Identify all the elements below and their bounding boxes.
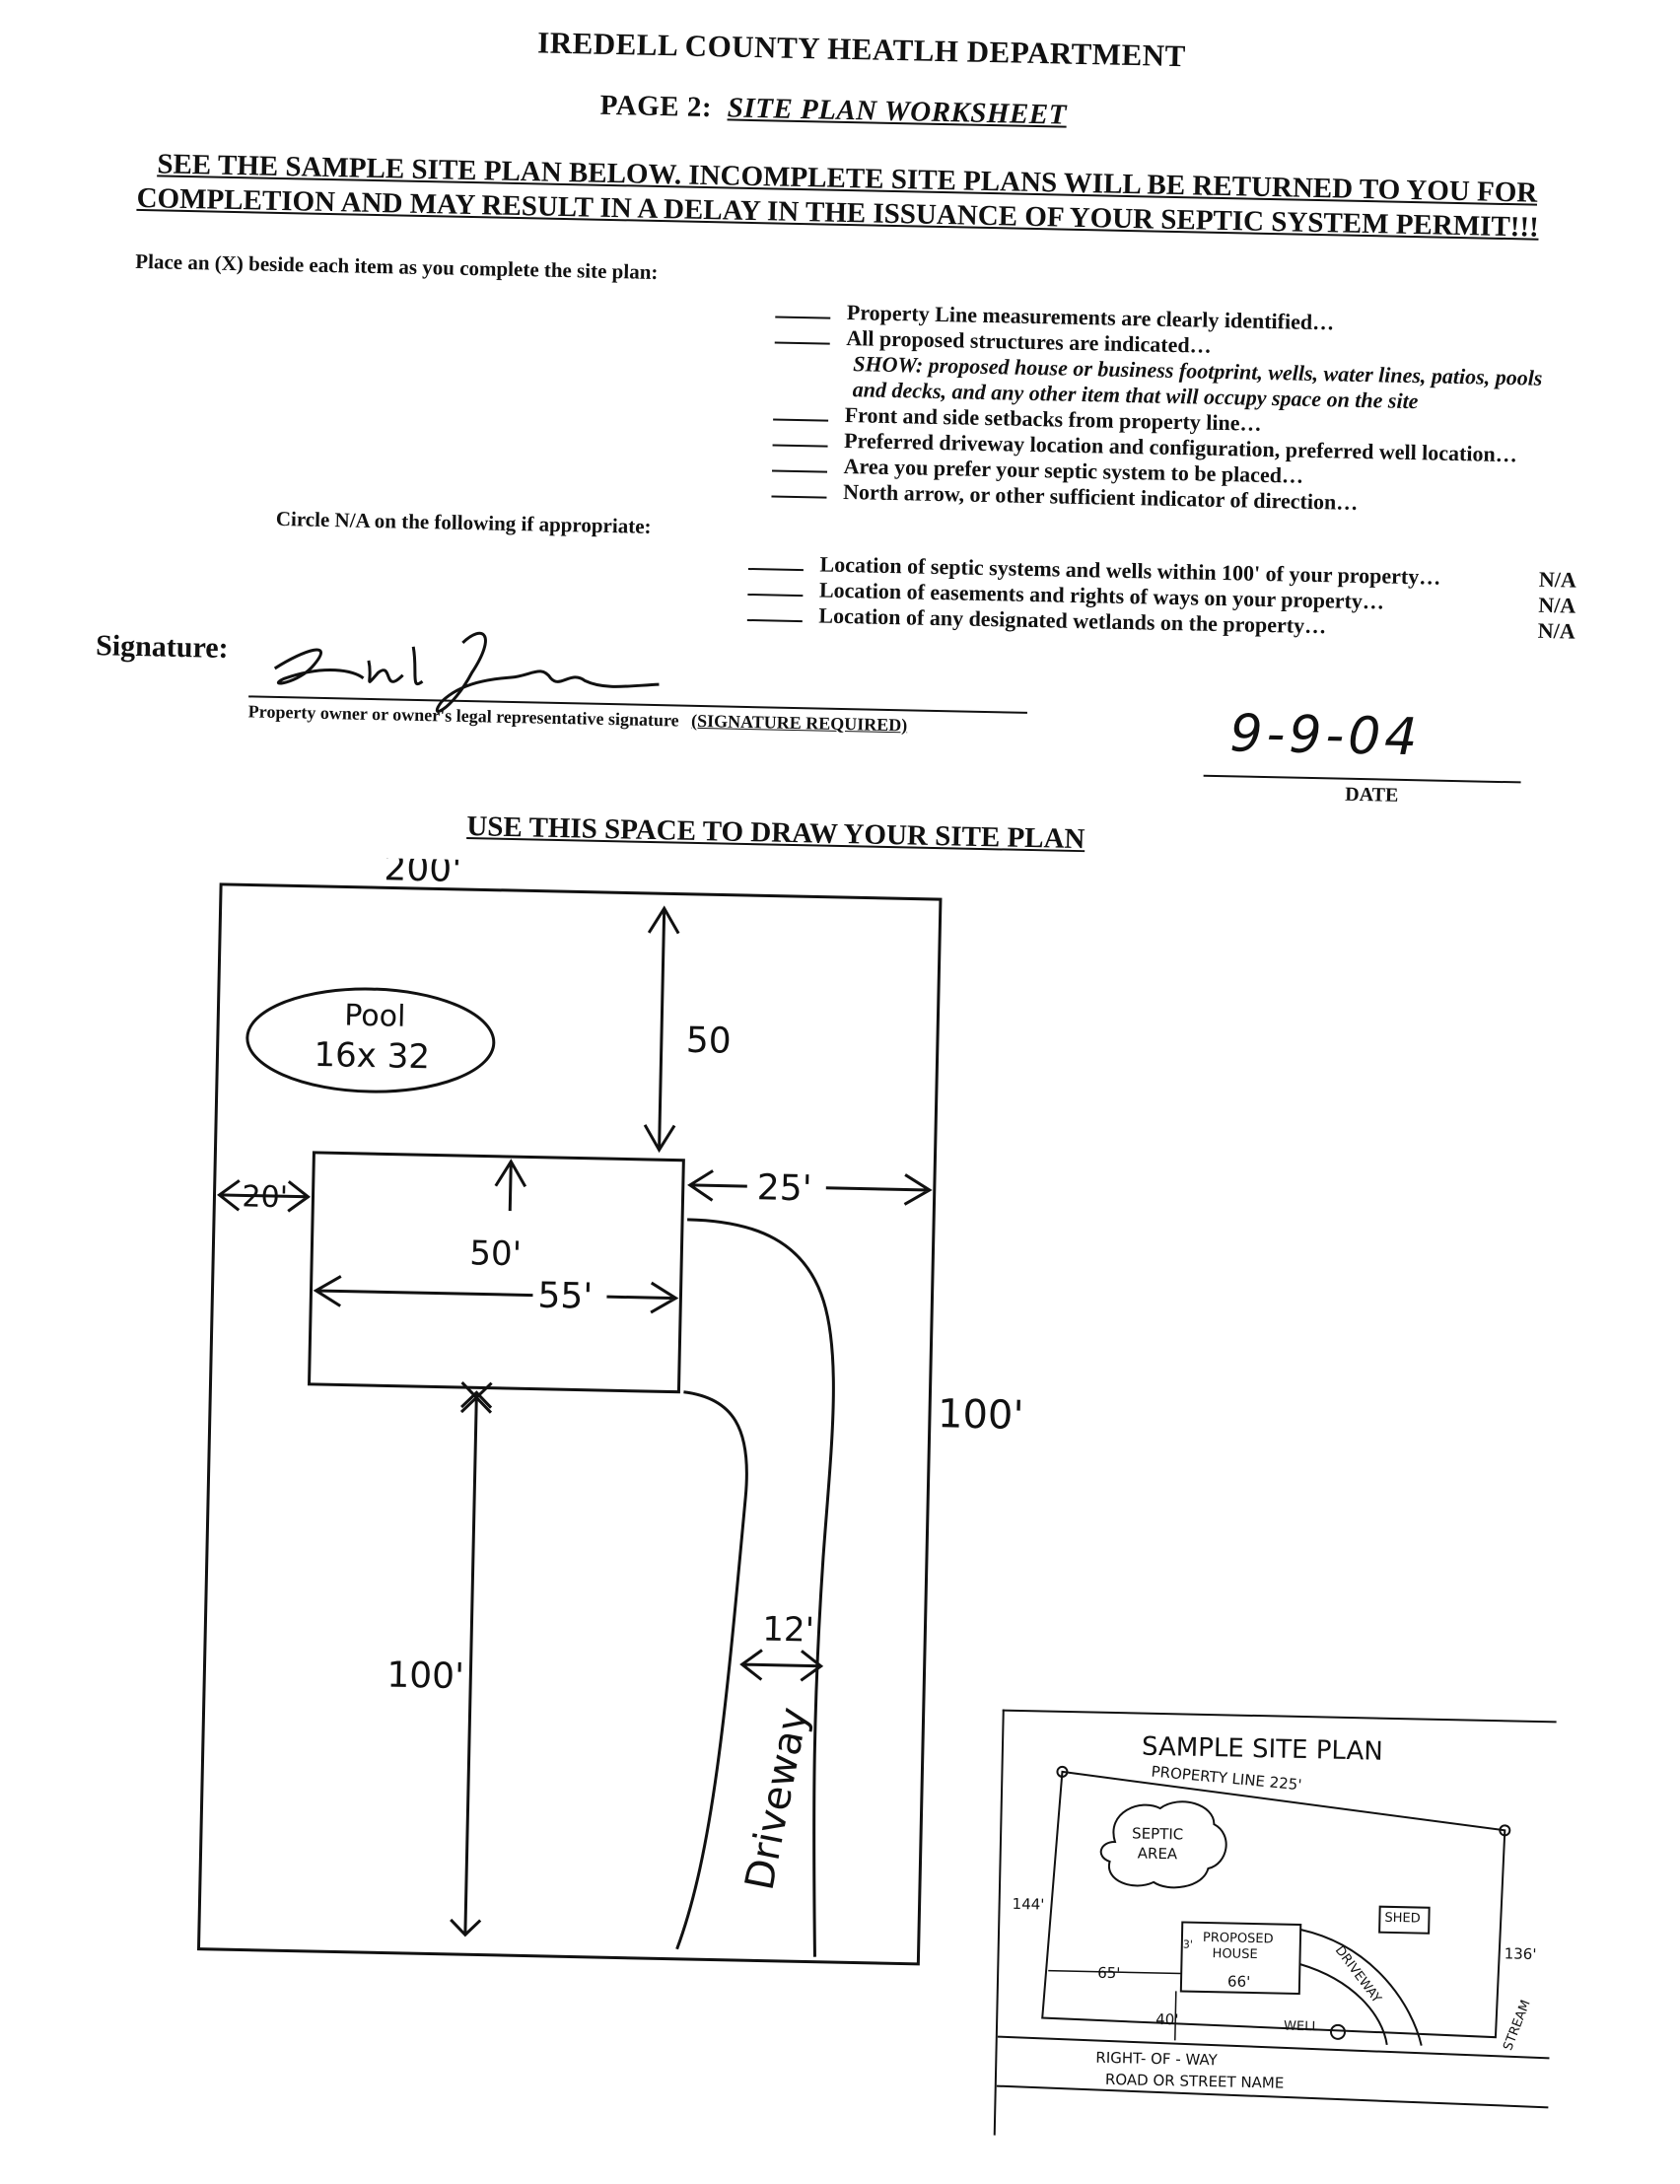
sample-setback-65: 65': [1097, 1963, 1121, 1983]
driveway-outer-edge: [687, 1218, 835, 1957]
check-blank[interactable]: [775, 300, 831, 319]
septic-cloud: [1099, 1800, 1227, 1889]
sample-title: SAMPLE SITE PLAN: [1141, 1731, 1384, 1767]
house-depth: 50': [469, 1233, 522, 1274]
check-blank[interactable]: [747, 551, 805, 572]
na-option[interactable]: N/A: [1538, 566, 1577, 593]
check-blank[interactable]: [771, 479, 827, 499]
sample-well-label: WELL: [1283, 2018, 1319, 2035]
circle-instruction: Circle N/A on the following if appropria…: [275, 506, 652, 538]
sample-area-label: AREA: [1137, 1844, 1178, 1864]
pool-shape: [245, 987, 496, 1093]
signature-label: Signature:: [95, 629, 229, 665]
front-setback: 100': [386, 1656, 464, 1698]
front-setback-arrow: [450, 1381, 493, 1937]
sample-proposed-label: PROPOSED: [1202, 1930, 1274, 1947]
sample-house-66: 66': [1226, 1972, 1251, 1991]
driveway-width: 12': [762, 1610, 814, 1651]
department-title: IREDELL COUNTY HEATLH DEPARTMENT: [536, 25, 1187, 74]
sample-shed: [1378, 1905, 1431, 1935]
page-title: SITE PLAN WORKSHEET: [727, 92, 1068, 131]
check-blank[interactable]: [746, 602, 804, 623]
right-setback-arrow: [687, 1169, 933, 1206]
house-footprint: [307, 1151, 685, 1394]
well-icon: [1329, 2023, 1346, 2040]
check-blank[interactable]: [773, 402, 829, 422]
checklist: Property Line measurements are clearly i…: [771, 298, 1543, 519]
rear-setback: 50: [685, 1021, 732, 1062]
sample-right-of-way: RIGHT- OF - WAY: [1095, 2048, 1218, 2070]
left-setback-arrow: [217, 1179, 311, 1213]
pool-size: 16x 32: [314, 1035, 430, 1077]
property-boundary: [196, 882, 943, 1966]
sample-house-side: 3': [1182, 1937, 1193, 1951]
page-heading: PAGE 2: SITE PLAN WORKSHEET: [599, 90, 1067, 132]
na-option[interactable]: N/A: [1538, 592, 1576, 618]
site-plan-drawing: Pool 16x 32 50 20' 25' 50' 55' 100' 12' …: [196, 853, 1024, 1966]
sample-site-plan: SAMPLE SITE PLAN PROPERTY LINE 225' SEPT…: [993, 1709, 1557, 2148]
date-value: 9-9-04: [1228, 704, 1422, 768]
date-line: [1203, 774, 1521, 784]
page-label: PAGE 2:: [599, 89, 713, 124]
draw-heading: USE THIS SPACE TO DRAW YOUR SITE PLAN: [466, 810, 1085, 856]
sample-front-40: 40': [1155, 2009, 1179, 2029]
signature-required-note: (SIGNATURE REQUIRED): [690, 710, 908, 736]
checklist-instruction: Place an (X) beside each item as you com…: [135, 248, 659, 284]
right-setback: 25': [756, 1167, 812, 1209]
check-blank[interactable]: [774, 325, 831, 345]
check-blank[interactable]: [772, 454, 828, 473]
date-label: DATE: [1345, 783, 1399, 807]
na-option[interactable]: N/A: [1537, 617, 1575, 644]
left-setback: 20': [242, 1179, 288, 1215]
handwritten-signature: [273, 631, 660, 713]
sample-plan-drawing: [996, 1765, 1550, 2109]
sample-shed-label: SHED: [1384, 1910, 1421, 1927]
top-width: 200': [384, 853, 461, 890]
sample-road-label: ROAD OR STREET NAME: [1104, 2070, 1285, 2092]
sample-property-line: [1041, 1770, 1506, 2039]
house-width: 55': [537, 1276, 594, 1317]
pool-label: Pool: [344, 999, 406, 1034]
sample-left-length: 144': [1012, 1894, 1045, 1914]
driveway-label: Driveway: [737, 1704, 818, 1894]
driveway-inner-edge: [675, 1390, 748, 1950]
side-length: 100': [938, 1391, 1024, 1439]
rear-setback-arrow: [658, 908, 666, 1151]
sample-right-length: 136': [1504, 1944, 1537, 1964]
sample-septic-label: SEPTIC: [1131, 1824, 1184, 1844]
sample-house-label: HOUSE: [1212, 1946, 1258, 1963]
check-blank[interactable]: [772, 428, 828, 448]
na-checklist: Location of septic systems and wells wit…: [746, 550, 1576, 644]
check-blank[interactable]: [747, 577, 804, 598]
sample-house: [1179, 1921, 1302, 1996]
